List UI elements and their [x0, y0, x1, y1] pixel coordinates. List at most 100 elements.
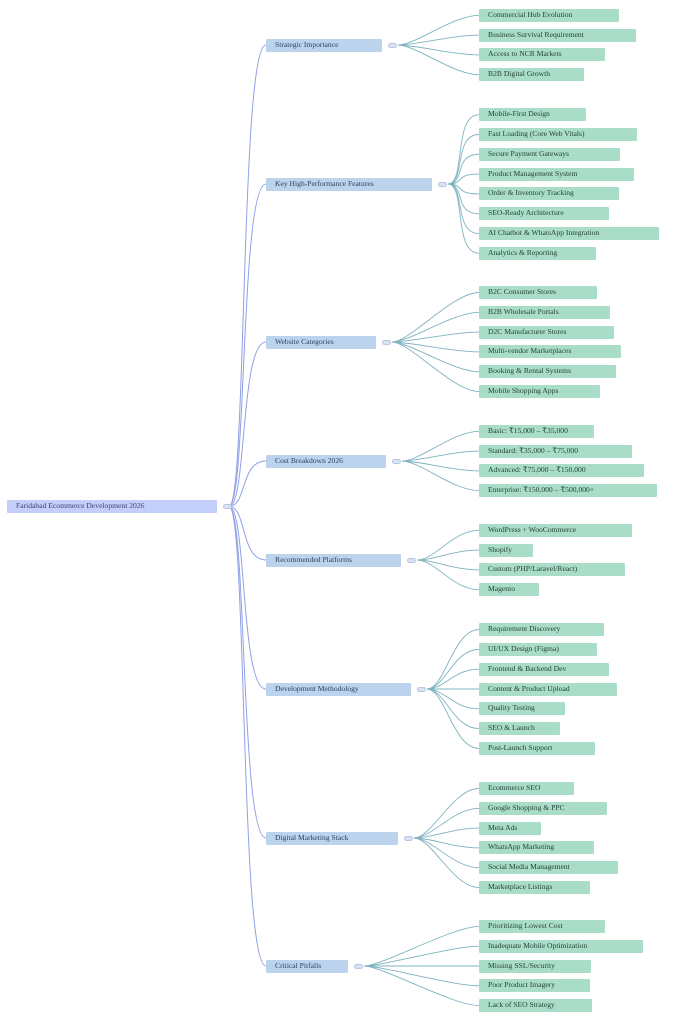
branch-collapse-dot[interactable] — [388, 42, 397, 48]
branch-node[interactable]: Strategic Importance — [266, 38, 382, 52]
branch-leaf-connector — [416, 529, 480, 561]
branch-collapse-dot[interactable] — [407, 557, 416, 563]
branch-leaf-connector — [413, 807, 480, 839]
root-node[interactable]: Faridabad Ecommerce Development 2026 — [7, 500, 217, 513]
leaf-node[interactable]: Prioritizing Lowest Cost — [479, 919, 605, 933]
leaf-node[interactable]: Marketplace Listings — [479, 881, 590, 894]
branch-leaf-connector — [413, 837, 480, 888]
branch-leaf-connector — [363, 925, 480, 967]
branch-leaf-connector — [363, 945, 480, 967]
root-collapse-dot[interactable] — [223, 504, 232, 509]
branch-collapse-dot[interactable] — [354, 963, 363, 969]
branch-leaf-connector — [447, 183, 480, 254]
branch-leaf-connector — [363, 965, 480, 987]
leaf-node[interactable]: Meta Ads — [479, 821, 541, 835]
branch-collapse-dot[interactable] — [417, 686, 426, 692]
leaf-node[interactable]: Booking & Rental Systems — [479, 365, 616, 379]
leaf-node[interactable]: Content & Product Upload — [479, 682, 617, 696]
branch-node[interactable]: Critical Pitfalls — [266, 959, 348, 973]
leaf-node[interactable]: Inadequate Mobile Optimization — [479, 939, 643, 953]
branch-leaf-connector — [413, 837, 480, 849]
leaf-node[interactable]: B2B Wholesale Portals — [479, 305, 610, 319]
root-branch-connector — [228, 341, 267, 507]
leaf-node[interactable]: Business Survival Requirement — [479, 28, 636, 42]
leaf-node[interactable]: Social Media Management — [479, 861, 618, 875]
leaf-node[interactable]: SEO & Launch — [479, 722, 560, 736]
leaf-node[interactable]: Requirement Discovery — [479, 623, 604, 637]
leaf-node[interactable]: Ecommerce SEO — [479, 782, 574, 795]
leaf-node[interactable]: B2C Consumer Stores — [479, 286, 597, 299]
branch-leaf-connector — [447, 183, 480, 215]
branch-leaf-connector — [391, 341, 480, 392]
branch-node[interactable]: Digital Marketing Stack — [266, 831, 398, 845]
branch-collapse-dot[interactable] — [438, 181, 447, 187]
branch-collapse-dot[interactable] — [392, 458, 401, 464]
leaf-node[interactable]: Enterprise: ₹150,000 – ₹500,000+ — [479, 484, 657, 498]
branch-leaf-connector — [426, 688, 480, 749]
root-branch-connector — [228, 44, 267, 507]
branch-node[interactable]: Website Categories — [266, 335, 376, 349]
leaf-node[interactable]: Lack of SEO Strategy — [479, 999, 592, 1013]
leaf-node[interactable]: Analytics & Reporting — [479, 246, 596, 260]
branch-leaf-connector — [401, 430, 480, 462]
branch-leaf-connector — [391, 311, 480, 343]
root-branch-connector — [228, 506, 267, 967]
leaf-node[interactable]: UI/UX Design (Figma) — [479, 642, 597, 656]
branch-leaf-connector — [413, 827, 480, 839]
root-branch-connector — [228, 460, 267, 507]
leaf-node[interactable]: Fast Loading (Core Web Vitals) — [479, 128, 637, 141]
leaf-node[interactable]: Quality Testing — [479, 702, 565, 716]
root-branch-connector — [228, 183, 267, 507]
leaf-node[interactable]: AI Chatbot & WhatsApp Integration — [479, 227, 659, 240]
branch-node[interactable]: Development Methodology — [266, 682, 411, 696]
leaf-node[interactable]: WordPress + WooCommerce — [479, 523, 632, 537]
branch-leaf-connector — [397, 14, 480, 46]
leaf-node[interactable]: Shopify — [479, 543, 533, 557]
leaf-node[interactable]: Post-Launch Support — [479, 741, 595, 755]
leaf-node[interactable]: Poor Product Imagery — [479, 979, 590, 993]
leaf-node[interactable]: Multi-vendor Marketplaces — [479, 345, 621, 359]
branch-leaf-connector — [447, 153, 480, 185]
leaf-node[interactable]: Missing SSL/Security — [479, 959, 591, 973]
leaf-node[interactable]: Standard: ₹35,000 – ₹75,000 — [479, 444, 632, 458]
branch-leaf-connector — [391, 341, 480, 353]
branch-collapse-dot[interactable] — [382, 339, 391, 345]
root-branch-connector — [228, 506, 267, 561]
leaf-node[interactable]: WhatsApp Marketing — [479, 841, 594, 855]
branch-node[interactable]: Key High-Performance Features — [266, 177, 432, 191]
leaf-node[interactable]: Secure Payment Gateways — [479, 147, 620, 161]
leaf-node[interactable]: SEO-Ready Architecture — [479, 207, 609, 221]
leaf-node[interactable]: Magento — [479, 583, 539, 597]
leaf-node[interactable]: Advanced: ₹75,000 – ₹150,000 — [479, 464, 644, 478]
leaf-node[interactable]: Mobile-First Design — [479, 108, 586, 122]
branch-leaf-connector — [416, 549, 480, 561]
branch-leaf-connector — [426, 688, 480, 730]
branch-leaf-connector — [391, 292, 480, 343]
leaf-node[interactable]: Product Management System — [479, 167, 634, 181]
branch-leaf-connector — [363, 965, 480, 1007]
leaf-node[interactable]: Frontend & Backend Dev — [479, 662, 609, 676]
branch-leaf-connector — [416, 559, 480, 571]
branch-leaf-connector — [401, 450, 480, 462]
leaf-node[interactable]: Commercial Hub Evolution — [479, 8, 619, 22]
branch-leaf-connector — [401, 460, 480, 472]
leaf-node[interactable]: Mobile Shopping Apps — [479, 385, 600, 398]
branch-node[interactable]: Cost Breakdown 2026 — [266, 454, 386, 468]
branch-node[interactable]: Recommended Platforms — [266, 553, 401, 567]
branch-leaf-connector — [401, 460, 480, 492]
branch-leaf-connector — [447, 114, 480, 185]
leaf-node[interactable]: Custom (PHP/Laravel/React) — [479, 563, 625, 577]
branch-leaf-connector — [426, 648, 480, 690]
leaf-node[interactable]: Order & Inventory Tracking — [479, 187, 619, 201]
branch-leaf-connector — [416, 559, 480, 591]
leaf-node[interactable]: B2B Digital Growth — [479, 68, 584, 82]
branch-collapse-dot[interactable] — [404, 835, 413, 841]
branch-leaf-connector — [413, 788, 480, 839]
leaf-node[interactable]: Access to NCR Markets — [479, 48, 605, 62]
leaf-node[interactable]: D2C Manufacturer Stores — [479, 325, 614, 339]
branch-leaf-connector — [447, 173, 480, 185]
leaf-node[interactable]: Google Shopping & PPC — [479, 801, 607, 815]
leaf-node[interactable]: Basic: ₹15,000 – ₹35,000 — [479, 424, 594, 438]
